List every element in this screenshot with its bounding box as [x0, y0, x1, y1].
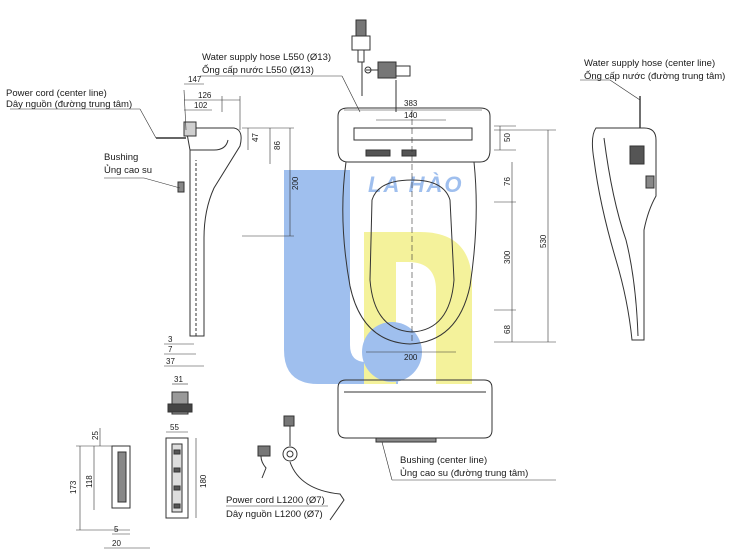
dim-37: 37 — [166, 357, 175, 366]
bottom-base-view — [226, 379, 556, 521]
left-seat-body-outline — [185, 127, 242, 337]
dim-200-vertical: 200 — [291, 176, 300, 190]
watermark-logo: LA HÀO — [284, 170, 472, 384]
water-hose-side-label-en: Water supply hose (center line) — [584, 58, 715, 69]
dim-68: 68 — [503, 325, 512, 334]
bushing-part-detail — [167, 383, 193, 415]
mounting-plate-side — [76, 428, 150, 549]
dim-3: 3 — [168, 335, 173, 344]
seat-top-outline — [337, 107, 491, 163]
right-side-view — [580, 79, 657, 341]
bushing-center-label-en: Bushing (center line) — [400, 455, 487, 466]
bushing-label-vi: Ủng cao su — [104, 164, 152, 176]
dim-20: 20 — [112, 539, 121, 548]
dim-173: 173 — [69, 480, 78, 494]
dim-147: 147 — [188, 75, 202, 84]
dim-86: 86 — [273, 141, 282, 150]
power-cord-long-label-en: Power cord L1200 (Ø7) — [226, 495, 325, 506]
dim-200-horizontal: 200 — [404, 353, 418, 362]
power-cord-label-vi: Dây nguồn (đường trung tâm) — [6, 99, 132, 110]
water-hose-label-vi: Ống cấp nước L550 (Ø13) — [202, 64, 314, 76]
dim-530: 530 — [539, 234, 548, 248]
dim-7: 7 — [168, 345, 173, 354]
dim-126: 126 — [198, 91, 212, 100]
top-view — [200, 19, 556, 353]
dim-25: 25 — [91, 431, 100, 440]
bushing-label-en: Bushing — [104, 152, 138, 163]
water-hose-side-label-vi: Ống cấp nước (đường trung tâm) — [584, 70, 725, 82]
dim-140: 140 — [404, 111, 418, 120]
dim-300: 300 — [503, 250, 512, 264]
dim-383: 383 — [404, 99, 418, 108]
power-cord-long-label-vi: Dây nguồn L1200 (Ø7) — [226, 509, 323, 520]
water-hose-label-en: Water supply hose L550 (Ø13) — [202, 52, 331, 63]
right-seat-body-outline — [591, 127, 657, 341]
dim-5: 5 — [114, 525, 119, 534]
left-side-view — [10, 83, 294, 367]
dim-118: 118 — [85, 475, 94, 488]
dim-76: 76 — [503, 177, 512, 186]
base-plate-outline — [337, 379, 493, 439]
dim-102: 102 — [194, 101, 208, 110]
mounting-plate-front — [165, 431, 197, 519]
power-cord-label-en: Power cord (center line) — [6, 88, 107, 99]
dim-31: 31 — [174, 375, 183, 384]
watermark-text: LA HÀO — [368, 172, 464, 197]
bushing-center-label-vi: Ủng cao su (đường trung tâm) — [400, 467, 528, 479]
dim-47: 47 — [251, 133, 260, 142]
dim-180: 180 — [199, 474, 208, 488]
dim-50: 50 — [503, 133, 512, 142]
watermark-blue-u — [284, 170, 398, 384]
dim-55: 55 — [170, 423, 179, 432]
